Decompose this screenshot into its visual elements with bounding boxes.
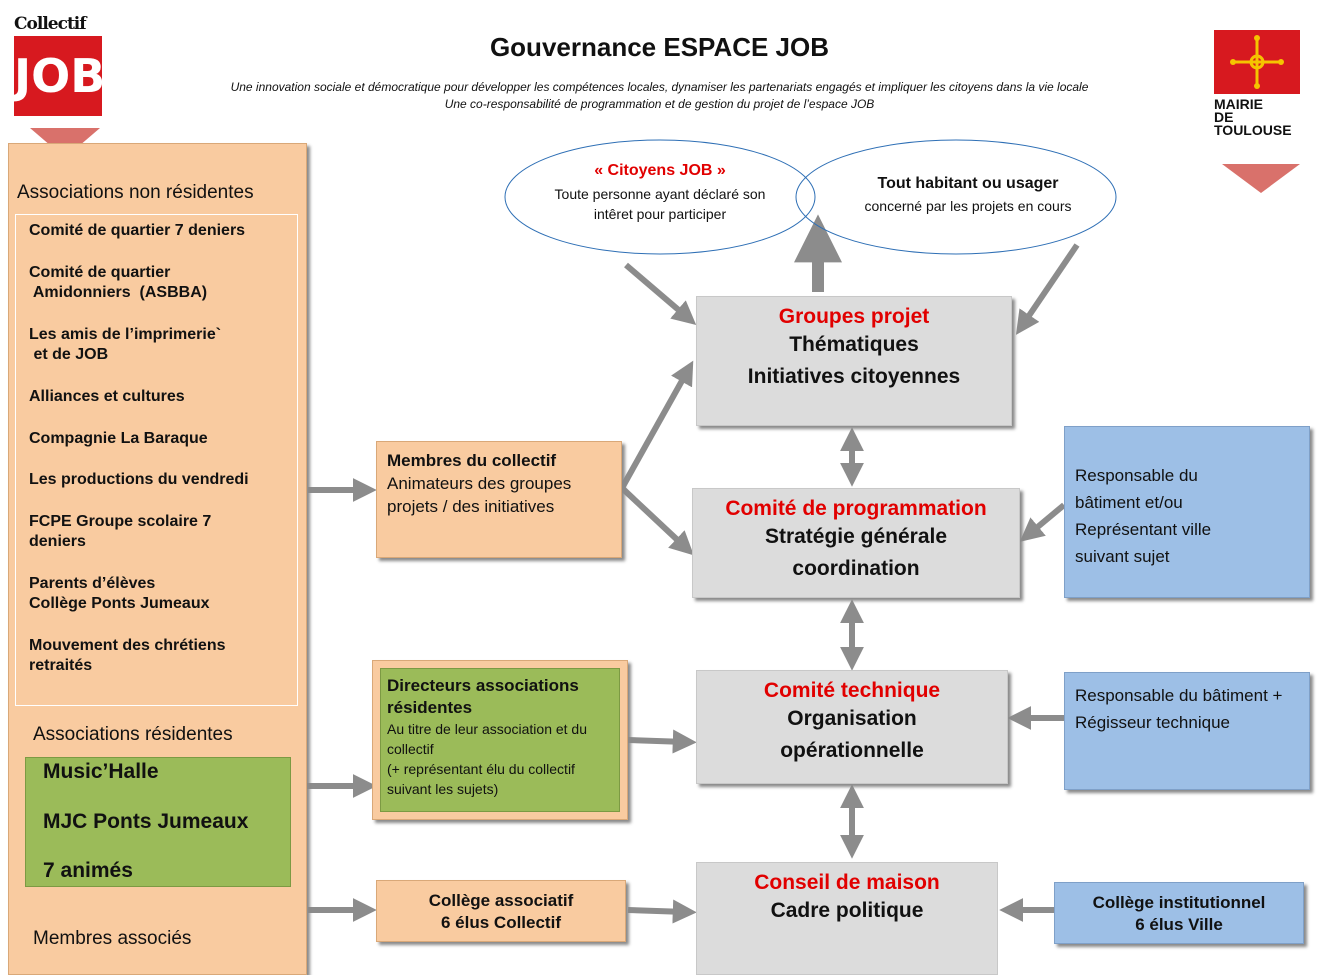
right-triangle-marker: [1222, 164, 1300, 193]
occitan-cross-flag-icon: [1214, 30, 1300, 94]
non-resident-list: Comité de quartier 7 deniers Comité de q…: [15, 214, 298, 706]
habitant-ellipse: [795, 139, 1117, 255]
responsable-ville-box: Responsable du bâtiment et/ou Représenta…: [1064, 426, 1310, 598]
list-item: Parents d’élèves Collège Ponts Jumeaux: [29, 575, 210, 612]
college-associatif-box: Collège associatif 6 élus Collectif: [376, 880, 626, 942]
groupes-line1: Thématiques: [789, 333, 919, 356]
list-item: 7 animés: [43, 859, 133, 882]
directeurs-box: Directeurs associations résidentes Au ti…: [380, 668, 620, 812]
comite-programmation-box: Comité de programmation Stratégie généra…: [692, 488, 1020, 598]
prog-line2: coordination: [792, 557, 920, 580]
logo-mairie-text: MAIRIE: [1214, 96, 1263, 112]
logo-de-text: DE: [1214, 109, 1234, 125]
directeurs-text-1: Au titre de leur association et du colle…: [387, 721, 588, 757]
page-subtitle-1: Une innovation sociale et démocratique p…: [230, 80, 1089, 94]
groupes-line2: Initiatives citoyennes: [747, 365, 961, 388]
logo-job-text: JOB: [14, 36, 105, 116]
page-subtitle-2: Une co-responsabilité de programmation e…: [444, 97, 875, 111]
arrow-membres-to-groupes: [619, 360, 694, 490]
groupes-projet-box: Groupes projet Thématiques Initiatives c…: [696, 296, 1012, 426]
citoyens-text: Toute personne ayant déclaré son intêret…: [554, 186, 766, 222]
page-title: Gouvernance ESPACE JOB: [489, 32, 830, 62]
list-item: Les amis de l’imprimerie` et de JOB: [29, 326, 222, 363]
conseil-title: Conseil de maison: [754, 871, 940, 894]
college-inst-line1: Collège institutionnel: [1092, 893, 1266, 912]
resident-heading: Associations résidentes: [33, 724, 233, 745]
arrow-citoyens-to-groupes: [624, 262, 697, 326]
arrow-college-assoc-to-conseil: [627, 899, 697, 924]
tech-title: Comité technique: [763, 679, 941, 702]
membres-collectif-box: Membres du collectif Animateurs des grou…: [376, 441, 622, 558]
citoyens-job-block: « Citoyens JOB » Toute personne ayant dé…: [540, 162, 780, 224]
groupes-title: Groupes projet: [778, 305, 930, 328]
prog-line1: Stratégie générale: [764, 525, 948, 548]
arrow-habitant-to-groupes: [1015, 243, 1080, 335]
logo-collectif-text: Collectif: [14, 14, 87, 34]
list-item: Compagnie La Baraque: [29, 430, 208, 447]
college-assoc-line1: Collège associatif: [428, 891, 574, 910]
resp1-text: Responsable du bâtiment et/ou Représenta…: [1075, 466, 1212, 566]
arrow-membres-to-prog: [619, 485, 694, 556]
directeurs-title: Directeurs associations résidentes: [387, 676, 579, 717]
list-item: MJC Ponts Jumeaux: [43, 810, 249, 833]
associates-heading: Membres associés: [33, 928, 192, 949]
list-item: FCPE Groupe scolaire 7 deniers: [29, 513, 212, 550]
comite-technique-box: Comité technique Organisation opérationn…: [696, 670, 1008, 784]
arrow-directeurs-to-tech: [627, 729, 697, 754]
arrow-resp1-to-prog: [1019, 502, 1066, 542]
list-item: Music’Halle: [43, 760, 159, 783]
list-item: Mouvement des chrétiens retraités: [29, 637, 226, 674]
conseil-line1: Cadre politique: [770, 899, 924, 922]
citoyens-ellipse: [504, 139, 816, 255]
mairie-toulouse-logo: MAIRIE DE TOULOUSE: [1214, 30, 1306, 146]
list-item: Les productions du vendredi: [29, 471, 249, 488]
non-resident-heading: Associations non résidentes: [17, 182, 254, 203]
directeurs-text-2: (+ représentant élu du collectif suivant…: [387, 761, 575, 797]
resident-associations-box: Music’Halle MJC Ponts Jumeaux 7 animés: [25, 757, 291, 887]
habitant-block: Tout habitant ou usager concerné par les…: [838, 175, 1098, 214]
citoyens-title: « Citoyens JOB »: [594, 162, 726, 179]
list-item: Alliances et cultures: [29, 388, 185, 405]
list-item: Comité de quartier 7 deniers: [29, 222, 246, 239]
resp2-text: Responsable du bâtiment + Régisseur tech…: [1075, 686, 1283, 732]
list-item: Comité de quartier Amidonniers (ASBBA): [29, 264, 208, 301]
college-inst-line2: 6 élus Ville: [1135, 915, 1223, 934]
responsable-regisseur-box: Responsable du bâtiment + Régisseur tech…: [1064, 672, 1310, 790]
prog-title: Comité de programmation: [725, 497, 987, 520]
tech-line2: opérationnelle: [780, 739, 924, 762]
left-associations-panel: Associations non résidentes Comité de qu…: [8, 143, 307, 975]
habitant-title: Tout habitant ou usager: [877, 175, 1059, 192]
membres-title: Membres du collectif: [387, 451, 557, 470]
college-assoc-line2: 6 élus Collectif: [441, 913, 561, 932]
directeurs-outer-box: Directeurs associations résidentes Au ti…: [372, 660, 628, 820]
collectif-job-logo: Collectif JOB: [14, 14, 105, 122]
occitan-cross-icon: [1230, 35, 1284, 89]
conseil-maison-box: Conseil de maison Cadre politique: [696, 862, 998, 975]
tech-line1: Organisation: [787, 707, 917, 730]
habitant-text: concerné par les projets en cours: [864, 198, 1072, 214]
membres-text: Animateurs des groupes projets / des ini…: [387, 474, 572, 516]
college-institutionnel-box: Collège institutionnel 6 élus Ville: [1054, 882, 1304, 944]
logo-toulouse-text: TOULOUSE: [1214, 122, 1292, 138]
